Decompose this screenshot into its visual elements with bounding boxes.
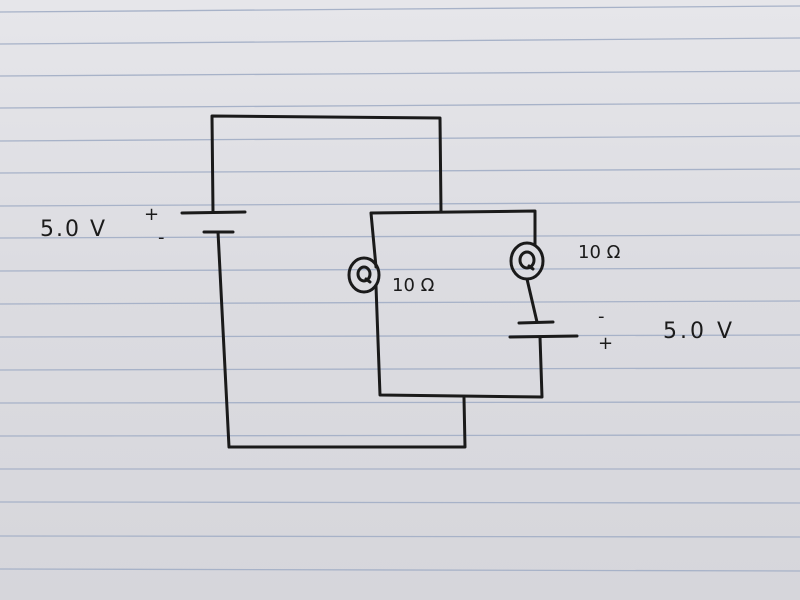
ruled-lines [0,5,800,572]
bulb-right-outer [509,241,545,281]
battery-left-plus: + [144,204,159,225]
bulb-right-resistance: 10 Ω [578,242,621,263]
bulb-left-outer [347,256,381,294]
bulb-left-inner [356,265,372,283]
bulb-right-inner [518,250,536,270]
battery-right-voltage: 5.0 V [663,319,735,344]
bulb-left-resistance: 10 Ω [392,275,435,296]
battery-left-minus: - [158,227,165,248]
wire-top [210,114,443,214]
battery-left-voltage: 5.0 V [40,217,107,242]
battery-right-short-plate [517,320,555,325]
wires [210,114,544,449]
bulb-left: 10 Ω [347,256,435,296]
wire-inner-top [369,209,537,269]
wire-bulb-to-battery [525,277,539,324]
battery-left-long-plate [180,210,247,215]
wire-bottom [216,230,467,449]
wire-inner-bottom [374,284,544,399]
battery-left: + - 5.0 V [40,204,247,248]
battery-right: - + 5.0 V [508,306,735,354]
battery-right-long-plate [508,334,579,339]
bulb-right: 10 Ω [509,241,621,281]
battery-right-minus: - [598,306,605,327]
battery-right-plus: + [598,333,613,354]
